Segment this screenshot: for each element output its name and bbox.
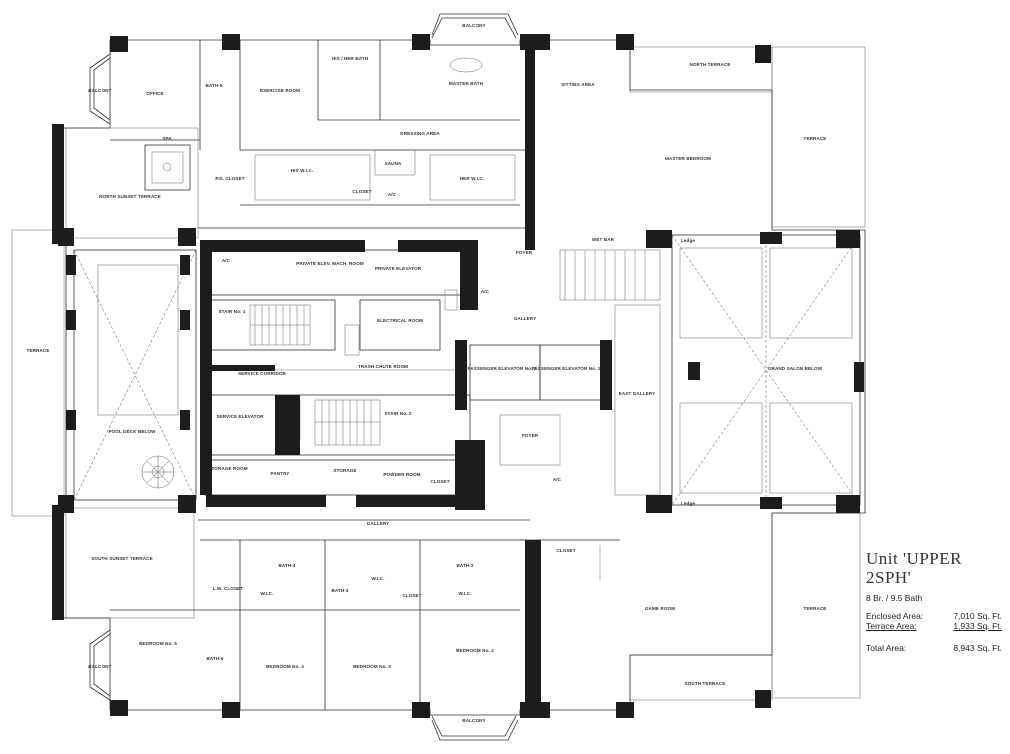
terraces (11, 46, 866, 701)
label-terrace-west: TERRACE (27, 348, 50, 353)
label-pool-deck: POOL DECK BELOW (108, 429, 156, 434)
enclosed-area-value: 7,010 Sq. Ft. (953, 611, 1002, 621)
label-bedroom-3: BEDROOM No. 3 (353, 664, 391, 669)
terrace-area-value: 1,933 Sq. Ft. (953, 621, 1002, 631)
label-balcony-top: BALCONY (462, 23, 485, 28)
area-table: Enclosed Area: 7,010 Sq. Ft. Terrace Are… (866, 611, 1006, 653)
unit-title-line1: Unit 'UPPER (866, 549, 962, 568)
label-balcony-bottom: BALCONY (462, 718, 485, 723)
label-ledge-top: Ledge (681, 238, 695, 243)
label-wic-2: W.I.C. (458, 591, 471, 596)
enclosed-area-label: Enclosed Area: (866, 611, 924, 621)
pool-deck-void (73, 249, 197, 501)
label-service-elevator: SERVICE ELEVATOR (216, 414, 264, 419)
label-foyer-bottom: FOYER (522, 433, 539, 438)
label-bath-2: BATH-2 (456, 563, 473, 568)
label-terrace-east-bottom: TERRACE (804, 606, 827, 611)
label-grand-salon: GRAND SALON BELOW (768, 366, 823, 371)
label-his-her-bath: HIS / HER BATH (332, 56, 369, 61)
label-sauna: SAUNA (385, 161, 402, 166)
label-exercise-room: EXERCISE ROOM (260, 88, 300, 93)
label-wic-4: W.I.C. (260, 591, 273, 596)
unit-info-panel: Unit 'UPPER 2SPH' 8 Br. / 9.5 Bath Enclo… (866, 549, 1006, 653)
label-passenger-elevator-1: PASSENGER ELEVATOR No. 1 (532, 366, 601, 371)
south-sunset-terrace-area (65, 507, 195, 619)
label-bath-3: BATH-3 (331, 588, 348, 593)
label-spa: SPA (162, 136, 172, 141)
stair-east-treads (559, 249, 661, 301)
stair-2-treads (314, 399, 381, 446)
label-foyer-top: FOYER (516, 250, 533, 255)
enclosed-area-row: Enclosed Area: 7,010 Sq. Ft. (866, 611, 1002, 621)
label-terrace-east-top: TERRACE (804, 136, 827, 141)
label-powder-room: POWDER ROOM (383, 472, 420, 477)
label-sitting-area: SITTING AREA (561, 82, 595, 87)
label-pantry: PANTRY (271, 471, 290, 476)
label-bedroom-4: BEDROOM No. 4 (266, 664, 304, 669)
label-north-terrace: NORTH TERRACE (689, 62, 730, 67)
room-labels: BALCONY BALCONY BALCONY BALCONY OFFICE B… (27, 23, 827, 723)
label-linen-closet: L.W. CLOSET (213, 586, 244, 591)
label-bath-5: BATH-5 (205, 83, 222, 88)
south-terrace-area (629, 654, 773, 701)
label-closet-master: CLOSET (352, 189, 371, 194)
label-east-gallery: EAST GALLERY (619, 391, 656, 396)
label-pd-closet: P.D. CLOSET (215, 176, 244, 181)
label-her-wic: HER W.I.C. (460, 176, 484, 181)
label-ledge-bottom: Ledge (681, 501, 695, 506)
label-bedroom-5: BEDROOM No. 5 (139, 641, 177, 646)
label-passenger-elevator-2: PASSENGER ELEVATOR No. 2 (468, 366, 537, 371)
label-game-room: GAME ROOM (645, 606, 675, 611)
total-area-row: Total Area: 8,943 Sq. Ft. (866, 643, 1002, 653)
label-wic-3: W.I.C. (371, 576, 384, 581)
total-area-label: Total Area: (866, 643, 907, 653)
label-service-corridor: SERVICE CORRIDOR (238, 371, 287, 376)
label-ac-master: A/C (388, 192, 397, 197)
label-electrical-room: ELECTRICAL ROOM (377, 318, 423, 323)
label-closet-powder: CLOSET (430, 479, 449, 484)
label-balcony-left-top: BALCONY (88, 88, 111, 93)
label-master-bath: MASTER BATH (449, 81, 484, 86)
label-stair-1: STAIR No. 1 (218, 309, 245, 314)
structural-walls (52, 34, 864, 718)
north-terrace-area (629, 46, 773, 93)
label-south-terrace: SOUTH TERRACE (685, 681, 726, 686)
label-stair-2: STAIR No. 2 (384, 411, 411, 416)
label-bedroom-2: BEDROOM No. 2 (456, 648, 494, 653)
terrace-west-area (11, 229, 65, 517)
label-closet-gallery: CLOSET (556, 548, 575, 553)
label-private-elev-mach-room: PRIVATE ELEV. MACH. ROOM (296, 261, 364, 266)
label-ac-foyer: A/C (481, 289, 490, 294)
label-bath-4: BATH-4 (278, 563, 295, 568)
unit-title-line2: 2SPH' (866, 568, 912, 587)
label-office: OFFICE (146, 91, 163, 96)
label-south-sunset-terrace: SOUTH SUNSET TERRACE (91, 556, 152, 561)
label-gallery-top: GALLERY (514, 316, 536, 321)
terrace-area-label: Terrace Area: (866, 621, 917, 631)
label-closet-bed3: CLOSET (402, 593, 421, 598)
label-private-elevator: PRIVATE ELEVATOR (375, 266, 422, 271)
label-bath-6: BATH-6 (206, 656, 223, 661)
label-ac-private: A/C (222, 258, 231, 263)
label-storage-room: STORAGE ROOM (208, 466, 247, 471)
label-wet-bar: WET BAR (592, 237, 615, 242)
bedrooms-baths: 8 Br. / 9.5 Bath (866, 593, 923, 603)
label-dressing-area: DRESSING AREA (400, 131, 440, 136)
label-storage: STORAGE (333, 468, 356, 473)
total-area-value: 8,943 Sq. Ft. (953, 643, 1002, 653)
stair-1-treads (249, 304, 311, 346)
label-his-wic: HIS W.I.C. (291, 168, 313, 173)
terrace-area-row: Terrace Area: 1,933 Sq. Ft. (866, 621, 1002, 631)
grand-salon-void (671, 234, 861, 506)
label-gallery-bottom: GALLERY (367, 521, 389, 526)
label-north-sunset-terrace: NORTH SUNSET TERRACE (99, 194, 161, 199)
label-master-bedroom: MASTER BEDROOM (665, 156, 711, 161)
label-balcony-left-bottom: BALCONY (88, 664, 111, 669)
north-sunset-terrace-area (65, 127, 199, 239)
label-trash-chute: TRASH CHUTE ROOM (358, 364, 408, 369)
label-ac-bottom: A/C (553, 477, 562, 482)
